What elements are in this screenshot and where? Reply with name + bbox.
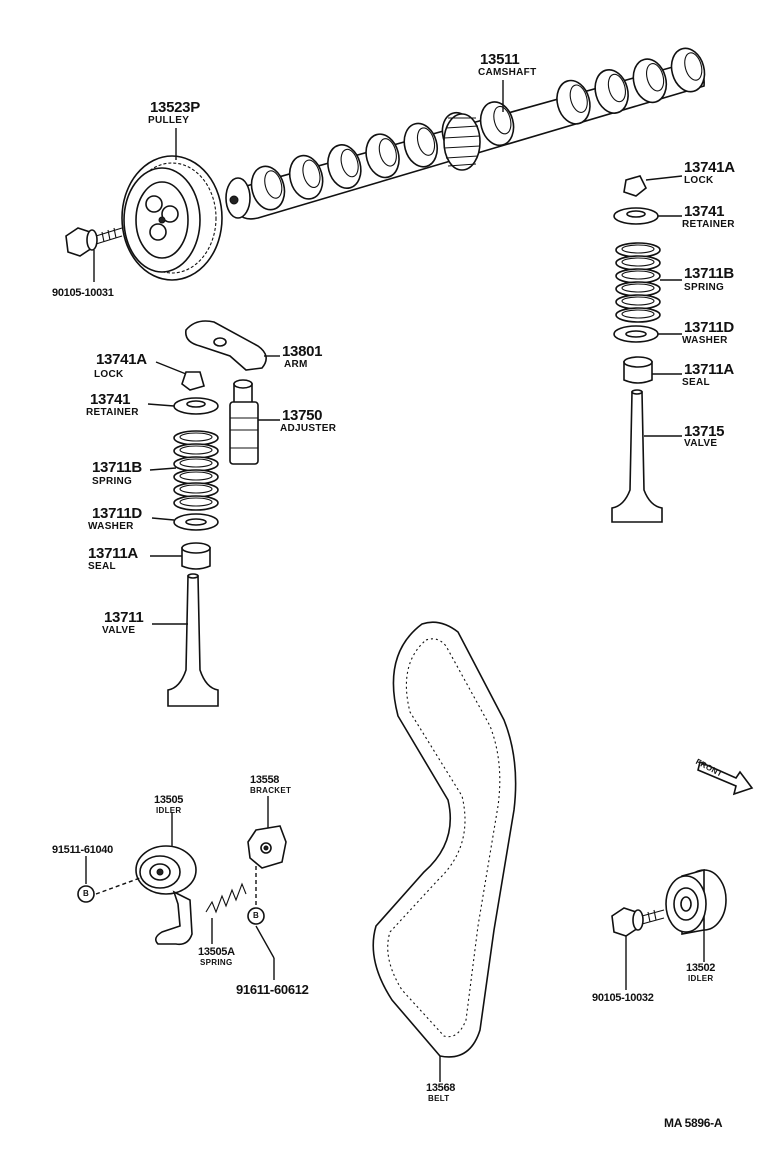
- valve-right-name: VALVE: [684, 438, 718, 449]
- idler-spring-drawing: [205, 882, 247, 914]
- idler-right-number: 13502: [686, 962, 716, 974]
- valve-left-name: VALVE: [102, 625, 136, 636]
- lock-right-name: LOCK: [684, 175, 714, 186]
- valve-left-number: 13711: [104, 609, 144, 626]
- belt-number: 13568: [426, 1082, 456, 1094]
- ref-marker-left: [77, 885, 95, 903]
- spring-left-number: 13711B: [92, 459, 142, 476]
- pulley-bolt-drawing: [65, 227, 123, 257]
- spring-right-name: SPRING: [684, 282, 725, 293]
- lock-right-drawing: [623, 175, 648, 197]
- valve-right-number: 13715: [684, 423, 725, 440]
- seal-left-name: SEAL: [88, 561, 116, 572]
- ref-marker-left-label: B: [83, 889, 90, 898]
- washer-left-drawing: [173, 513, 219, 531]
- lock-left-name: LOCK: [94, 369, 124, 380]
- lock-left-leader: [155, 361, 187, 375]
- pulley-name: PULLEY: [148, 115, 190, 126]
- seal-right-number: 13711A: [684, 361, 734, 378]
- pulley-bolt-number: 90105-10031: [52, 287, 114, 299]
- idler-bolt-right-drawing: [611, 907, 665, 937]
- idler-left-number: 13505: [154, 794, 184, 806]
- idler-spring-number: 13505A: [198, 946, 235, 958]
- bracket-bolt-number: 91611-60612: [236, 982, 309, 997]
- washer-right-drawing: [613, 325, 659, 343]
- lock-left-number: 13741A: [96, 351, 147, 368]
- spring-left-leader: [149, 467, 177, 471]
- seal-left-drawing: [181, 542, 211, 570]
- bracket-drawing: [247, 825, 287, 869]
- idler-bolt-dash: [95, 877, 141, 895]
- seal-left-number: 13711A: [88, 545, 138, 562]
- retainer-right-number: 13741: [684, 203, 725, 220]
- lock-left-drawing: [181, 371, 205, 391]
- camshaft-number: 13511: [480, 51, 520, 68]
- adjuster-number: 13750: [282, 407, 323, 424]
- retainer-right-drawing: [613, 207, 659, 225]
- bracket-name: BRACKET: [250, 786, 292, 795]
- pulley-drawing: [121, 155, 223, 281]
- spring-right-number: 13711B: [684, 265, 734, 282]
- timing-belt-drawing: [372, 621, 517, 1058]
- washer-left-leader: [151, 517, 175, 521]
- idler-spring-name: SPRING: [200, 958, 233, 967]
- ref-marker-right-label: B: [253, 911, 260, 920]
- ref-marker-right: [247, 907, 265, 925]
- retainer-left-name: RETAINER: [86, 407, 139, 418]
- arm-name: ARM: [284, 359, 308, 370]
- retainer-left-number: 13741: [90, 391, 131, 408]
- idler-bolt-right-number: 90105-10032: [592, 992, 654, 1004]
- seal-right-drawing: [623, 356, 653, 384]
- washer-left-number: 13711D: [92, 505, 142, 522]
- camshaft-name: CAMSHAFT: [478, 67, 537, 78]
- arm-drawing: [184, 320, 267, 371]
- belt-name: BELT: [428, 1094, 450, 1103]
- valve-right-drawing: [611, 389, 663, 523]
- diagram-code: MA 5896-A: [664, 1116, 723, 1130]
- spring-right-drawing: [615, 242, 661, 323]
- front-arrow: [697, 760, 754, 796]
- retainer-left-leader: [147, 403, 175, 407]
- idler-right-drawing: [665, 868, 727, 935]
- retainer-right-name: RETAINER: [682, 219, 735, 230]
- idler-right-name: IDLER: [688, 974, 714, 983]
- valve-left-drawing: [167, 573, 219, 707]
- adjuster-drawing: [229, 379, 259, 465]
- adjuster-name: ADJUSTER: [280, 423, 337, 434]
- camshaft-drawing: [225, 47, 706, 220]
- spring-left-drawing: [173, 430, 219, 511]
- pulley-number: 13523P: [150, 99, 200, 116]
- washer-left-name: WASHER: [88, 521, 134, 532]
- idler-left-drawing: [135, 845, 197, 946]
- washer-right-number: 13711D: [684, 319, 734, 336]
- seal-right-name: SEAL: [682, 377, 710, 388]
- retainer-left-drawing: [173, 397, 219, 415]
- lock-right-leader: [645, 175, 683, 181]
- spring-left-name: SPRING: [92, 476, 133, 487]
- idler-left-name: IDLER: [156, 806, 182, 815]
- bracket-bolt-leader: [255, 925, 275, 959]
- washer-right-name: WASHER: [682, 335, 728, 346]
- arm-number: 13801: [282, 343, 323, 360]
- lock-right-number: 13741A: [684, 159, 735, 176]
- idler-bolt-left-number: 91511-61040: [52, 844, 113, 856]
- bracket-number: 13558: [250, 774, 280, 786]
